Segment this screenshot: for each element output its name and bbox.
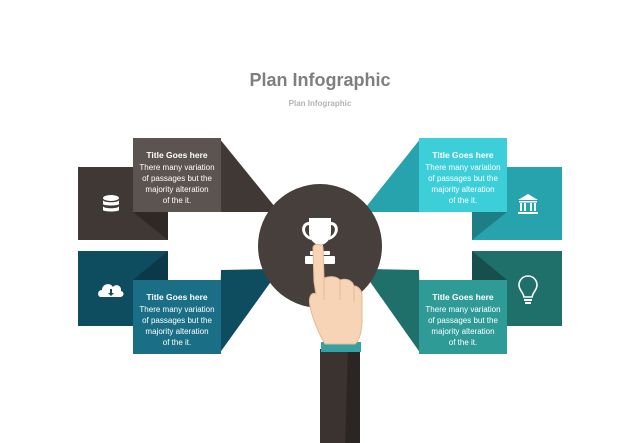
- card-body-line: of passages but the: [142, 174, 212, 183]
- card-body-line: of passages but the: [428, 316, 498, 325]
- card-body-line: There many variation: [425, 305, 501, 314]
- card-top-right: Title Goes here There many variation of …: [418, 150, 508, 206]
- page-title: Plan Infographic: [249, 70, 391, 90]
- card-body-line: majority alteration: [431, 185, 495, 194]
- bottom-right-card-bg: [419, 280, 507, 354]
- bottom-left-card-bg: [133, 280, 221, 354]
- card-title: Title Goes here: [146, 292, 208, 302]
- bottom-left-connector: [219, 269, 275, 354]
- top-left-fold: [133, 212, 168, 240]
- top-left-card-bg: [133, 138, 221, 212]
- card-body-line: of the it.: [162, 338, 192, 347]
- card-top-left: Title Goes here There many variation of …: [132, 150, 222, 206]
- card-body-line: majority alteration: [145, 327, 209, 336]
- top-right-card-bg: [419, 138, 507, 212]
- card-body-line: There many variation: [425, 163, 501, 172]
- bottom-right-fold: [472, 251, 507, 280]
- card-body-line: There many variation: [139, 163, 215, 172]
- top-right-fold: [472, 212, 507, 240]
- card-body-line: of the it.: [448, 196, 478, 205]
- hand-cuff: [321, 342, 361, 352]
- card-body-line: of passages but the: [142, 316, 212, 325]
- card-body-line: There many variation: [139, 305, 215, 314]
- card-title: Title Goes here: [432, 292, 494, 302]
- cloud-download-icon: [98, 284, 124, 297]
- card-body-line: majority alteration: [431, 327, 495, 336]
- top-right-connector: [366, 138, 421, 212]
- top-left-connector: [219, 138, 275, 212]
- bottom-left-segment: [78, 251, 275, 354]
- card-body-line: of the it.: [448, 338, 478, 347]
- page-subtitle: Plan Infographic: [288, 99, 352, 108]
- card-body-line: of passages but the: [428, 174, 498, 183]
- pointing-hand: [309, 243, 363, 443]
- bottom-left-fold: [133, 251, 168, 280]
- lightbulb-icon: [518, 275, 538, 304]
- top-right-segment: [366, 138, 562, 240]
- bottom-right-segment: [366, 251, 562, 354]
- card-bottom-left: Title Goes here There many variation of …: [132, 292, 222, 348]
- bank-icon: [518, 194, 538, 214]
- bottom-right-connector: [366, 269, 421, 354]
- card-body-line: of the it.: [162, 196, 192, 205]
- card-title: Title Goes here: [146, 150, 208, 160]
- card-title: Title Goes here: [432, 150, 494, 160]
- top-left-segment: [78, 138, 275, 240]
- card-bottom-right: Title Goes here There many variation of …: [418, 292, 508, 348]
- database-icon: [103, 195, 119, 212]
- card-body-line: majority alteration: [145, 185, 209, 194]
